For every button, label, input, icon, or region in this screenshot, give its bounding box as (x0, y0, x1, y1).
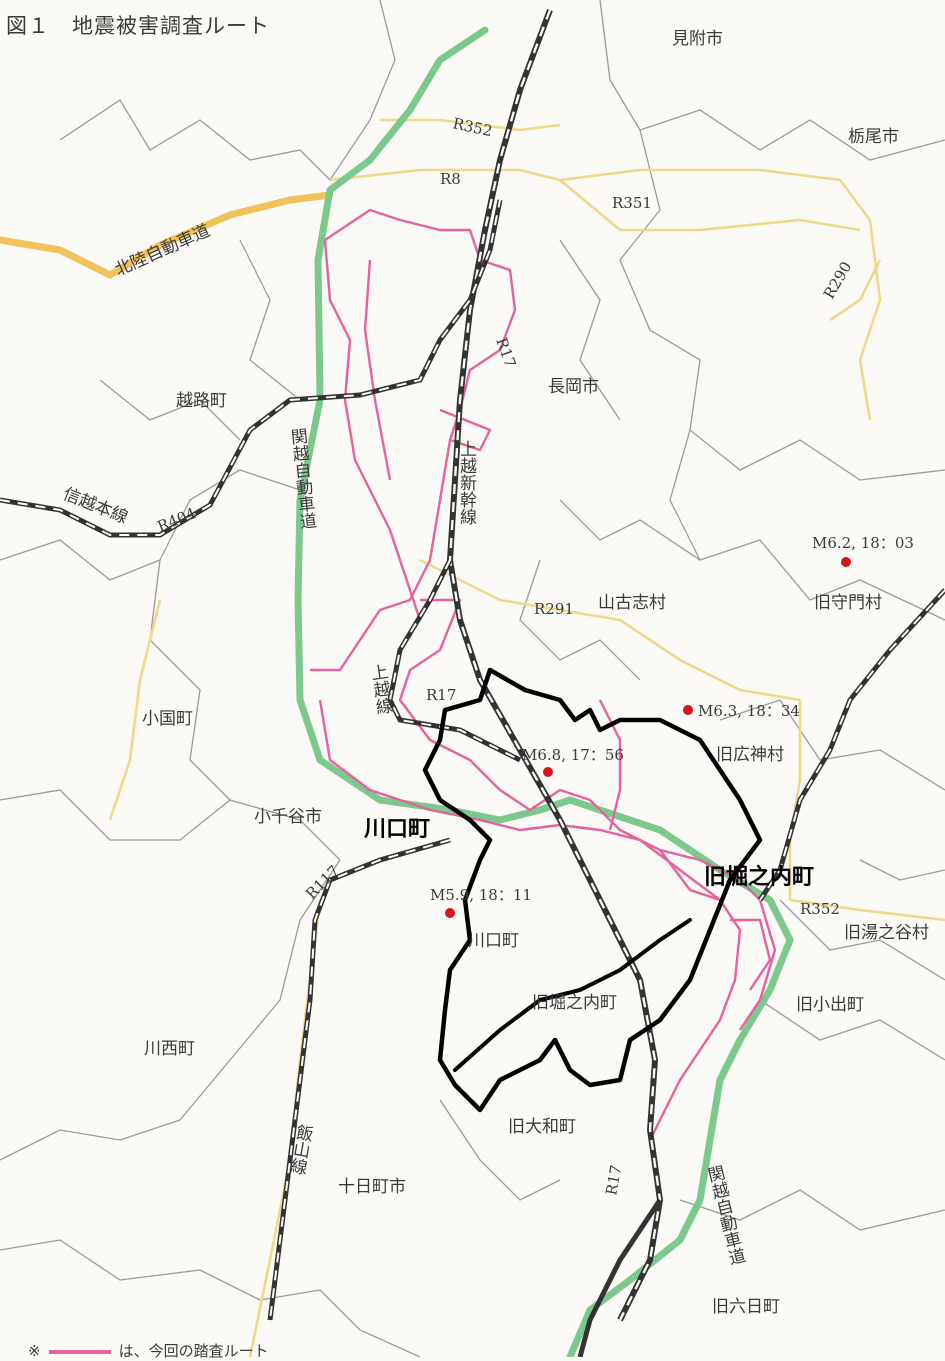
label-r8: R8 (440, 170, 461, 188)
epicenter-label: M6.8, 17：56 (522, 746, 624, 764)
hokuriku-expressway (0, 191, 334, 279)
label-oguni: 小国町 (142, 709, 193, 729)
label-tochio: 栃尾市 (848, 127, 899, 147)
legend-route-swatch (48, 1349, 111, 1354)
label-r17-north: R17 (492, 335, 519, 370)
annotation-horinouchi: 旧堀之内町 (704, 864, 814, 890)
earthquake-labels: M6.2, 18：03 M6.3, 18：34 M6.8, 17：56 M5.9… (430, 534, 914, 904)
epicenter-dot (543, 767, 553, 777)
label-r17-south: R17 (602, 1164, 625, 1197)
figure-title: 図１ 地震被害調査ルート (6, 10, 270, 40)
annotation-stroke (453, 918, 692, 1072)
label-r404: R404 (155, 504, 199, 536)
label-r352-top: R352 (451, 114, 494, 140)
figure-title-text: 地震被害調査ルート (72, 14, 270, 38)
label-koshiji: 越路町 (176, 391, 227, 411)
label-joetsu-shinkansen: 上越新幹線 (456, 440, 477, 525)
label-kawaguchi-map: 川口町 (468, 931, 519, 951)
label-kawanishi: 川西町 (144, 1039, 195, 1059)
epicenter-dot (445, 908, 455, 918)
label-horinouchi-map: 旧堀之内町 (532, 993, 617, 1013)
label-hokuriku-expressway: 北陸自動車道 (112, 221, 213, 281)
road-labels: R352 R8 R351 R290 R17 R404 R291 R17 R117… (60, 114, 855, 1267)
survey-routes (310, 208, 777, 1141)
label-r17-mid: R17 (426, 686, 456, 704)
label-mitsuke: 見附市 (672, 29, 723, 49)
label-r351: R351 (612, 194, 652, 212)
label-yunotani: 旧湯之谷村 (844, 923, 929, 943)
label-hirokami: 旧広神村 (716, 745, 784, 765)
label-joetsu: 上越線 (366, 662, 393, 715)
label-muikamachi: 旧六日町 (712, 1297, 780, 1317)
epicenter-dot (683, 705, 693, 715)
label-iiyama: 飯山線 (285, 1122, 314, 1176)
label-r352-east: R352 (800, 900, 840, 918)
epicenter-label: M6.3, 18：34 (698, 702, 800, 720)
national-roads (108, 118, 945, 1357)
epicenter-label: M6.2, 18：03 (812, 534, 914, 552)
label-shinetsu: 信越本線 (60, 484, 131, 528)
label-kanetsu-south: 関越自動車道 (702, 1163, 747, 1267)
label-yamato: 旧大和町 (508, 1117, 576, 1137)
epicenter-label: M5.9, 18：11 (430, 886, 532, 904)
railways (0, 8, 945, 1357)
affected-area-outline (422, 667, 763, 1113)
label-ojiya: 小千谷市 (254, 807, 322, 827)
kanetsu-expressway (294, 26, 794, 1357)
legend-text: は、今回の踏査ルート (118, 1342, 269, 1360)
label-yamakoshi: 山古志村 (598, 593, 666, 613)
label-nagaoka: 長岡市 (548, 377, 599, 397)
epicenter-dot (841, 557, 851, 567)
label-r290: R290 (820, 258, 856, 302)
legend: ※ は、今回の踏査ルート (28, 1340, 269, 1361)
label-tokamachi: 十日町市 (338, 1177, 406, 1197)
legend-prefix: ※ (28, 1342, 41, 1360)
label-koide: 旧小出町 (796, 995, 864, 1015)
figure-number: 図１ (6, 14, 50, 38)
earthquake-epicenters (445, 557, 851, 918)
label-r291: R291 (534, 600, 574, 618)
municipality-labels: 見附市 栃尾市 長岡市 越路町 山古志村 旧守門村 小国町 旧広神村 小千谷市 … (142, 29, 929, 1317)
annotation-kawaguchi: 川口町 (363, 817, 430, 842)
label-morikado: 旧守門村 (814, 593, 882, 613)
